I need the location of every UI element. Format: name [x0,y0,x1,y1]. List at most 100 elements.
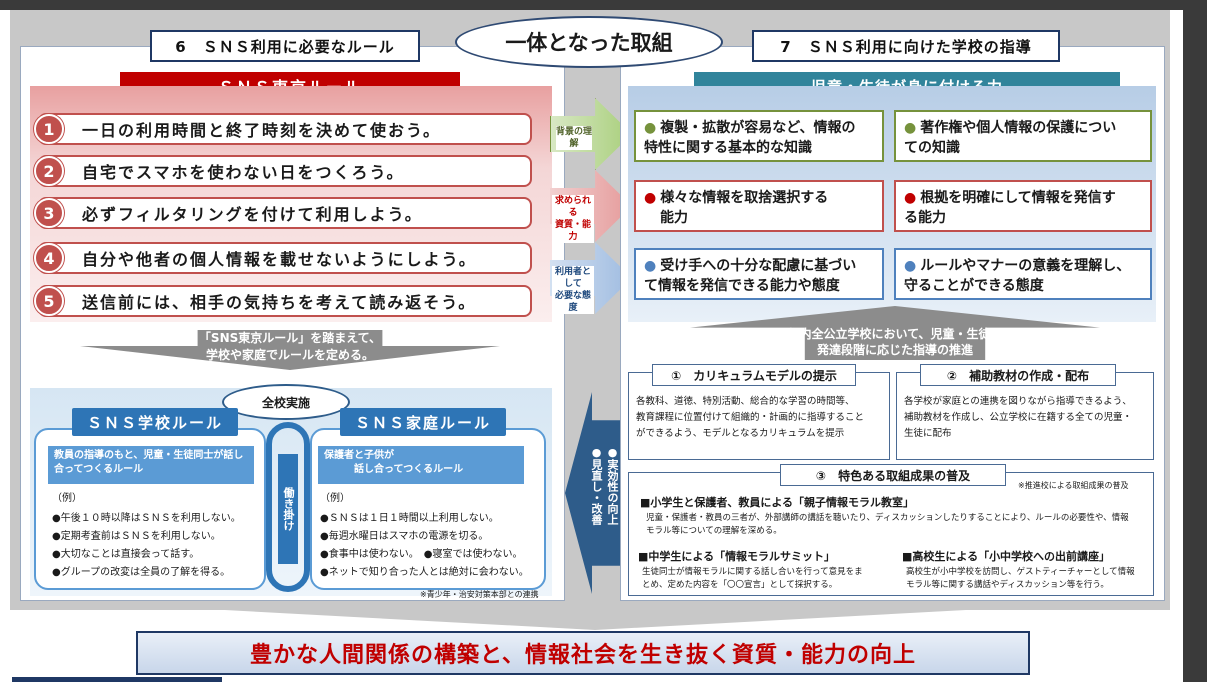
right-arrow-text-2: 発達段階に応じた指導の推進 [816,343,973,357]
ability-text: 著作権や個人情報の保護につい [920,120,1117,136]
bullet-icon: ● [904,190,917,206]
tag-required-abilities: 求められる資質・能力 [552,195,594,243]
text-line: 各学校が家庭との連携を図りながら指導できるよう、 [904,396,1132,407]
home-rule-title: ＳＮＳ家庭ルール [340,408,506,436]
tag-line: 資質・能力 [554,220,591,242]
unified-effort-oval: 一体となった取組 [455,16,723,68]
parent-child-class-title: ■小学生と保護者、教員による「親子情報モラル教室」 [640,496,915,509]
text-line: 生徒に配布 [904,428,952,439]
rule-number: 5 [34,286,64,316]
right-section-title: 7 ＳＮＳ利用に向けた学校の指導 [752,30,1060,62]
ability-text: 様々な情報を取捨選択する [660,190,829,206]
tag-user-attitude: 利用者として必要な態度 [552,266,594,314]
bullet-icon: ● [644,120,657,136]
tag-line: 利用者として [554,267,591,289]
school-rule-subtitle: 教員の指導のもと、児童・生徒同士が話し合ってつくるルール [48,446,254,484]
rule-text: 一日の利用時間と終了時刻を決めて使おう。 [82,121,442,140]
bottom-underline [12,677,222,682]
bullet-icon: ● [644,190,657,206]
curriculum-text: 各教科、道徳、特別活動、総合的な学習の時間等、教育課程に位置付けて組織的・計画的… [636,394,886,442]
ability-text: ルールやマナーの意義を理解し、 [920,258,1131,274]
home-rule-example: ●ネットで知り合った人とは絶対に会わない。 [320,567,529,578]
top-bar [0,0,1207,10]
left-section-title: 6 ＳＮＳ利用に必要なルール [150,30,420,62]
ability-box: ●受け手への十分な配慮に基づいて情報を発信できる能力や態度 [634,248,884,300]
rule-number: 2 [34,156,64,186]
rule-item-4: 自分や他者の個人情報を載せないようにしよう。 [38,242,532,274]
rule-text: 必ずフィルタリングを付けて利用しよう。 [82,205,423,224]
ability-text: る能力 [904,210,946,226]
ability-text: 受け手への十分な配慮に基づい [660,258,857,274]
ability-box: ●ルールやマナーの意義を理解し、守ることができる態度 [894,248,1152,300]
school-rule-example: ●グループの改変は全員の了解を得る。 [52,567,231,578]
outreach-label: 働き掛け [278,454,298,564]
school-wide-oval: 全校実施 [222,384,350,420]
ability-text: て情報を発信できる能力や態度 [644,278,840,294]
achievements-title: ③ 特色ある取組成果の普及 [780,464,1006,486]
left-footnote: ※青少年・治安対策本部との連携 [420,590,539,599]
left-arrow-text-1: 「SNS東京ルール」を踏まえて、 [198,331,382,345]
tag-line: 求められる [554,196,591,218]
rule-text: 自分や他者の個人情報を載せないようにしよう。 [82,250,477,269]
home-sub-2: 話し合ってつくるルール [354,464,464,475]
outreach-lecture-text: 高校生が小中学校を訪問し、ゲストティーチャーとして情報モラル等に関する講話やディ… [906,566,1135,592]
rule-item-5: 送信前には、相手の気持ちを考えて読み返そう。 [38,285,532,317]
home-sub-1: 保護者と子供が [324,450,394,461]
rule-item-3: 必ずフィルタリングを付けて利用しよう。 [38,197,532,229]
achievements-note: ※推進校による取組成果の普及 [1018,481,1129,490]
parent-child-class-text: 児童・保護者・教員の三者が、外部講師の講話を聴いたり、ディスカッションしたりする… [646,512,1129,538]
text-line: 生徒同士が情報モラルに関する話し合いを行って意見をま [642,567,863,577]
rule-number: 3 [34,198,64,228]
school-rule-example: ●午後１０時以降はＳＮＳを利用しない。 [52,513,241,524]
summit-title: ■中学生による「情報モラルサミット」 [638,550,836,563]
curriculum-box [628,372,890,460]
rule-text: 自宅でスマホを使わない日をつくろう。 [82,163,405,182]
materials-title: ② 補助教材の作成・配布 [920,364,1116,386]
school-rule-example: ●大切なことは直接会って話す。 [52,549,200,560]
bullet-icon: ● [644,258,657,274]
ability-text: 複製・拡散が容易など、情報の [660,120,856,136]
school-rule-example: ●定期考査前はＳＮＳを利用しない。 [52,531,221,542]
rule-item-1: 一日の利用時間と終了時刻を決めて使おう。 [38,113,532,145]
school-rule-title: ＳＮＳ学校ルール [72,408,238,436]
bullet-icon: ● [904,120,917,136]
text-line: 補助教材を作成し、公立学校に在籍する全ての児童・ [904,412,1133,423]
goal-banner: 豊かな人間関係の構築と、情報社会を生き抜く資質・能力の向上 [136,631,1030,675]
bullet-icon: ● [904,258,917,274]
home-rule-example: ●毎週水曜日はスマホの電源を切る。 [320,531,489,542]
rule-text: 送信前には、相手の気持ちを考えて読み返そう。 [82,293,477,312]
text-line: 高校生が小中学校を訪問し、ゲストティーチャーとして情報 [906,567,1135,577]
materials-box [896,372,1154,460]
feedback-label: ●実効性の向上●見直し・改善 [584,446,620,566]
home-rule-example: ●食事中は使わない。 ●寝室では使わない。 [320,549,523,560]
bottom-funnel [150,606,1040,630]
home-rule-example: ●ＳＮＳは１日１時間以上利用しない。 [320,513,499,524]
right-band [1183,0,1207,682]
text-line: 教育課程に位置付けて組織的・計画的に指導すること [636,412,865,423]
tag-background-understanding: 背景の理解 [556,126,593,150]
feedback-line-2: ●見直し・改善 [590,446,603,525]
outreach-lecture-title: ■高校生による「小中学校への出前講座」 [902,550,1111,563]
text-line: ができるよう、モデルとなるカリキュラムを提示 [636,428,845,439]
text-line: 各教科、道徳、特別活動、総合的な学習の時間等、 [636,396,855,407]
feedback-line-1: ●実効性の向上 [606,446,619,525]
rule-item-2: 自宅でスマホを使わない日をつくろう。 [38,155,532,187]
text-line: とめ、定めた内容を「〇〇宣言」として採択する。 [642,580,838,590]
curriculum-title: ① カリキュラムモデルの提示 [652,364,856,386]
achievements-box [628,472,1154,596]
ability-text: ての知識 [904,140,960,156]
ability-text: 特性に関する基本的な知識 [644,140,812,156]
ability-text: 守ることができる態度 [904,278,1044,294]
rule-number: 1 [34,114,64,144]
ability-text: 根拠を明確にして情報を発信す [920,190,1116,206]
ability-box: ●複製・拡散が容易など、情報の特性に関する基本的な知識 [634,110,884,162]
ability-box: ●著作権や個人情報の保護についての知識 [894,110,1152,162]
ability-box: ●根拠を明確にして情報を発信する能力 [894,180,1152,232]
home-rule-subtitle: 保護者と子供が話し合ってつくるルール [318,446,524,484]
materials-text: 各学校が家庭との連携を図りながら指導できるよう、補助教材を作成し、公立学校に在籍… [904,394,1152,442]
right-arrow-text-1: 都内全公立学校において、児童・生徒の [787,327,1003,341]
ability-box: ●様々な情報を取捨選択する能力 [634,180,884,232]
cycle-arrow [266,422,310,592]
ability-text: 能力 [660,210,688,226]
home-example-label: （例） [320,493,350,504]
